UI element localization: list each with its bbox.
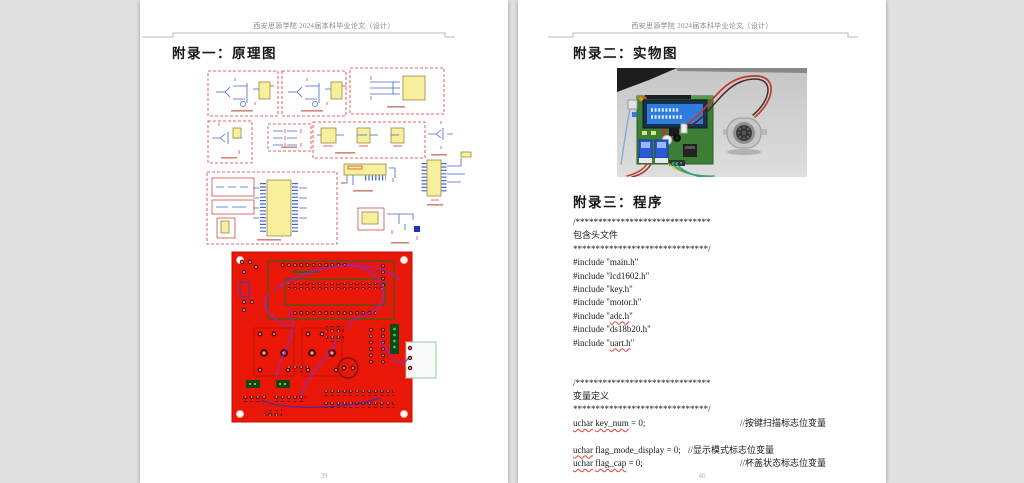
product-photo[interactable] <box>617 68 807 177</box>
code-line: #include "adc.h" <box>573 310 633 321</box>
code-line: uchar flag_cap = 0;//杯盖状态标志位变量 <box>573 457 878 470</box>
running-head: 西安思源学院 2024届本科毕业论文（设计） <box>631 22 773 30</box>
page-39: 西安思源学院 2024届本科毕业论文（设计） 附录一：原理图 .db{fill:… <box>140 0 508 483</box>
pcb-figure[interactable]: .gr{fill:none;stroke:#1d6b22;stroke-widt… <box>230 250 440 425</box>
code-comment: //杯盖状态标志位变量 <box>740 458 827 469</box>
spellcheck-word: uchar <box>573 444 593 455</box>
code-line: uchar flag_mode_display = 0;//显示模式标志位变量 <box>573 444 878 457</box>
code-line: ******************************/ <box>573 404 711 415</box>
code-line: #include "key.h" <box>573 283 633 294</box>
page-number-right: 40 <box>698 472 706 480</box>
spellcheck-word: uchar <box>573 458 593 469</box>
code-line: /****************************** <box>573 377 711 388</box>
code-line <box>573 363 878 376</box>
code-line <box>573 350 878 363</box>
spellcheck-word: uart.h <box>609 337 631 348</box>
schematic-figure[interactable]: .db{fill:none;stroke:#e03333;stroke-widt… <box>195 62 485 254</box>
code-line: #include "ds18b20.h" <box>573 324 651 335</box>
code-line: /****************************** <box>573 217 711 227</box>
code-comment: //按键扫描标志位变量 <box>740 417 827 428</box>
spellcheck-word: flag_cap <box>595 458 627 469</box>
page-40: 西安思源学院 2024届本科毕业论文（设计） 附录二：实物图 <box>518 0 886 483</box>
code-line: #include "main.h" <box>573 257 639 268</box>
code-line: #include "motor.h" <box>573 297 642 308</box>
code-line <box>573 430 878 443</box>
code-line: #include "uart.h" <box>573 337 635 348</box>
appendix3-heading: 附录三：程序 <box>573 195 663 210</box>
appendix1-heading: 附录一：原理图 <box>172 46 277 61</box>
running-head: 西安思源学院 2024届本科毕业论文（设计） <box>253 22 395 30</box>
spellcheck-word: adc.h <box>609 310 630 321</box>
spellcheck-word: uchar <box>573 417 593 428</box>
code-line: 包含头文件 <box>573 230 619 241</box>
code-line: ******************************/ <box>573 243 711 254</box>
page-number-left: 39 <box>320 472 328 480</box>
appendix2-heading: 附录二：实物图 <box>573 46 678 61</box>
code-line: #include "lcd1602.h" <box>573 270 650 281</box>
header-rule <box>548 32 858 38</box>
code-block[interactable]: /****************************** 包含头文件 ****… <box>573 216 878 470</box>
code-line: uchar key_num = 0;//按键扫描标志位变量 <box>573 417 878 430</box>
header-rule <box>142 32 455 38</box>
code-comment: //显示模式标志位变量 <box>688 444 775 455</box>
spellcheck-word: key_num <box>595 417 629 428</box>
code-line: 变量定义 <box>573 391 610 402</box>
